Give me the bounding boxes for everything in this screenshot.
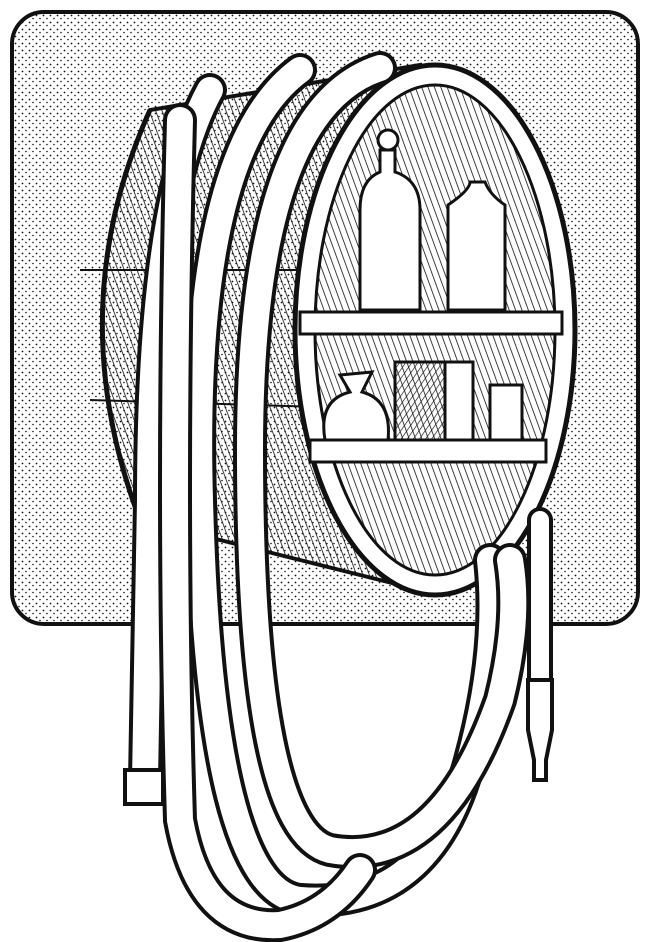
tall-bottle [358, 148, 422, 312]
hose [128, 51, 553, 942]
shelf-contents [298, 128, 564, 464]
hose-coupling [123, 768, 165, 806]
sack [322, 370, 390, 442]
upper-shelf [298, 310, 564, 336]
jar [446, 180, 507, 312]
box-small [443, 360, 475, 442]
lower-shelf [308, 438, 548, 464]
box-narrow [488, 383, 524, 442]
hose-nozzle [526, 678, 554, 782]
box-large [393, 360, 447, 442]
